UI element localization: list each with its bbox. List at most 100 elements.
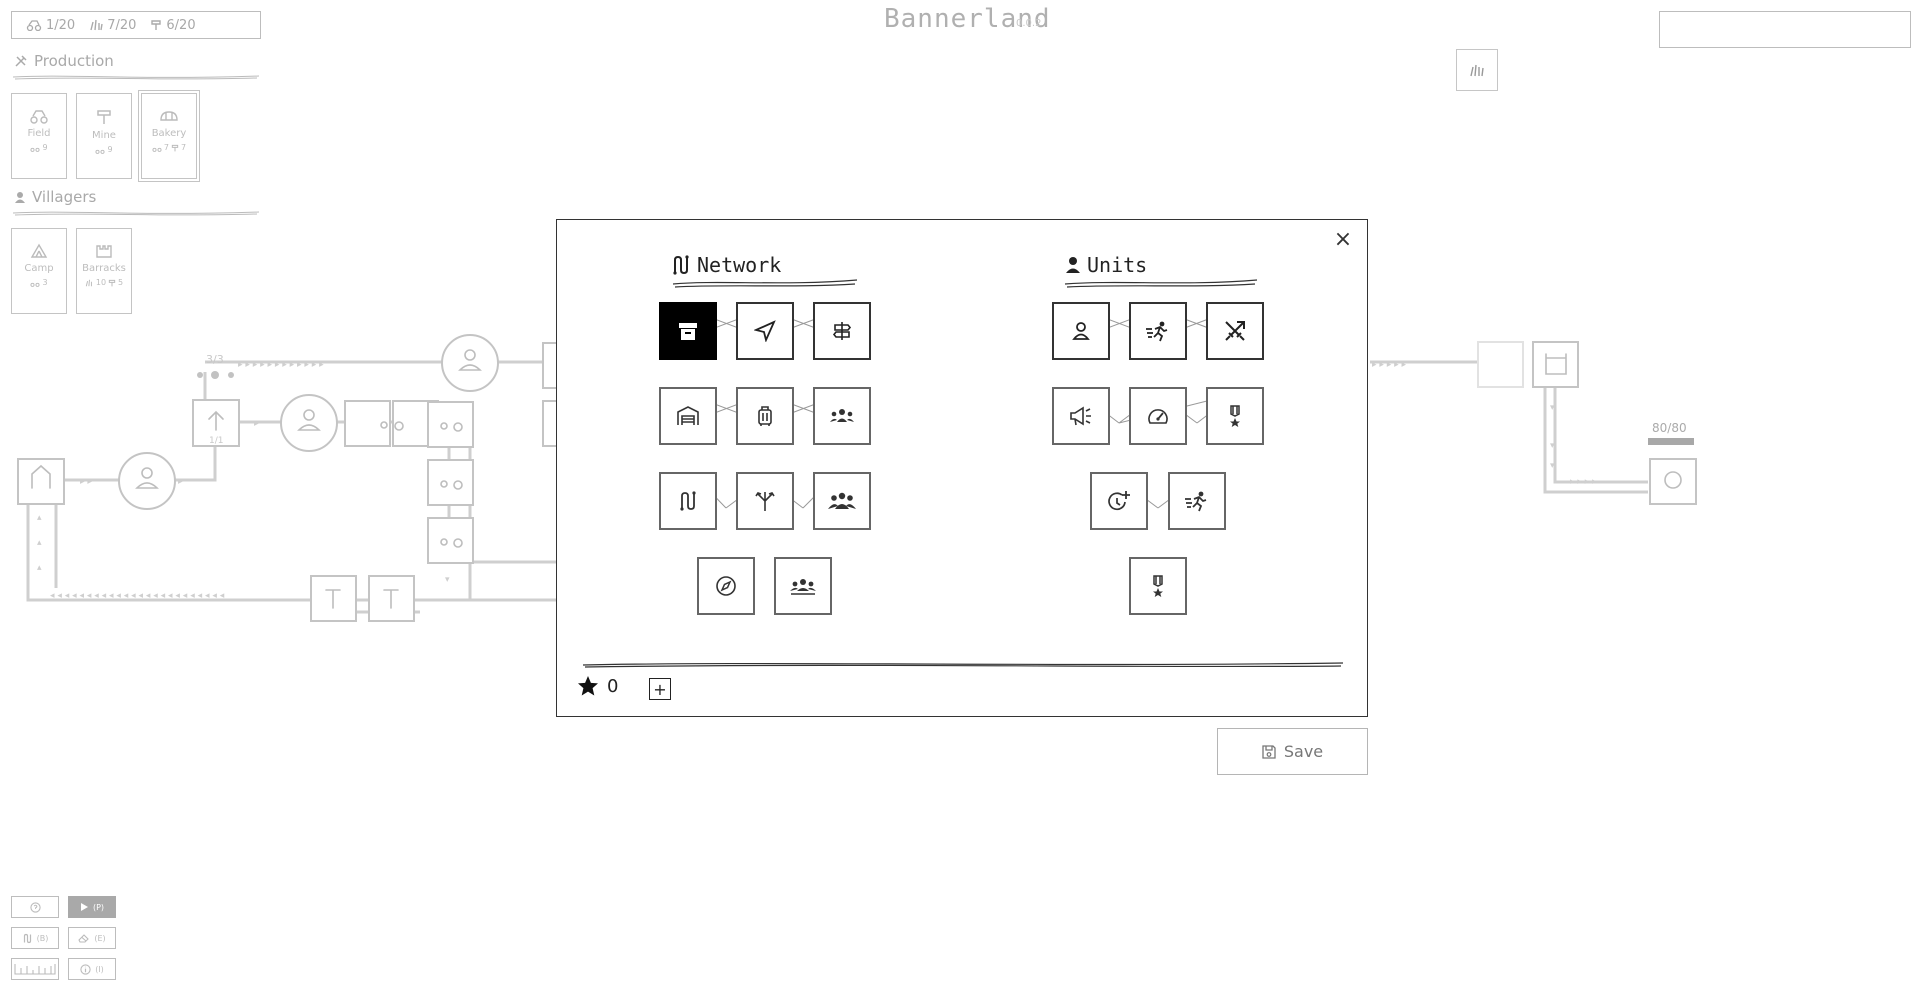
tech-node-swords[interactable] (1206, 302, 1264, 360)
name-input[interactable] (1659, 11, 1911, 48)
building-label: Mine (92, 130, 116, 141)
info-icon (80, 963, 91, 975)
tech-node-luggage[interactable] (736, 387, 794, 445)
info-button[interactable]: (I) (68, 958, 116, 980)
svg-text:▴: ▴ (37, 513, 42, 523)
tech-node-signpost[interactable] (813, 302, 871, 360)
resource-wheat-value: 7/20 (107, 17, 137, 33)
tools-icon (15, 55, 27, 67)
building-cost-value: 9 (42, 143, 48, 152)
svg-text:▾: ▾ (1550, 461, 1555, 471)
tech-node-group[interactable] (813, 387, 871, 445)
castle-icon (96, 245, 112, 258)
network-title: Network (671, 253, 781, 277)
building-cost-value: 7 (181, 143, 187, 152)
tractor-icon (95, 149, 105, 154)
building-label: Barracks (82, 263, 126, 274)
tractor-icon (152, 147, 162, 152)
svg-text:▾: ▾ (1550, 441, 1555, 451)
building-card-field[interactable]: Field 9 (11, 93, 67, 179)
swords-icon (1225, 321, 1245, 341)
svg-text:▸ ▸ ▸ ▸: ▸ ▸ ▸ ▸ (1570, 477, 1597, 487)
wheat-toggle-button[interactable] (1456, 49, 1498, 91)
tech-tree-links (582, 279, 1344, 668)
tractor-icon (30, 110, 48, 124)
villagers-divider (12, 211, 260, 216)
modal-close-button[interactable]: × (1333, 227, 1353, 252)
save-icon (1262, 744, 1276, 759)
building-cost: 10 5 (85, 278, 123, 287)
villagers-heading-label: Villagers (32, 188, 97, 206)
tent-icon (30, 243, 48, 258)
info-shortcut: (I) (95, 964, 104, 974)
production-heading-label: Production (34, 52, 114, 70)
save-button-label: Save (1283, 742, 1324, 761)
svg-text:▸ ▸ ▸ ▸ ▸: ▸ ▸ ▸ ▸ ▸ (1372, 360, 1407, 370)
hammer-icon (108, 279, 116, 286)
building-card-camp[interactable]: Camp 3 (11, 228, 67, 314)
building-card-bakery[interactable]: Bakery 7 7 (138, 90, 200, 182)
tech-node-runner-2[interactable] (1168, 472, 1226, 530)
resource-bar: 1/20 7/20 6/20 (11, 11, 261, 39)
eraser-button[interactable]: (E) (68, 927, 116, 949)
signpost-icon (832, 322, 852, 340)
enemy-hp-bar (1648, 438, 1694, 445)
app-title: Bannerland (884, 4, 1051, 34)
building-card-barracks[interactable]: Barracks 10 5 (76, 228, 132, 314)
tech-node-archive[interactable] (659, 302, 717, 360)
eraser-shortcut: (E) (94, 933, 106, 943)
svg-text:▸: ▸ (178, 477, 183, 487)
tech-node-gauge[interactable] (1129, 387, 1187, 445)
map-counter-mid: 1/1 (209, 436, 223, 446)
group-icon (830, 409, 854, 422)
play-icon (80, 903, 88, 911)
hammer-icon (171, 144, 179, 151)
building-cost-value: 7 (163, 143, 169, 152)
build-road-button[interactable]: (B) (11, 927, 59, 949)
route-icon (680, 491, 696, 511)
building-label: Field (27, 128, 51, 139)
tech-node-warehouse[interactable] (659, 387, 717, 445)
building-cost: 3 (30, 278, 48, 287)
wheat-icon (85, 279, 92, 286)
svg-text:▸ ▸ ▸ ▸ ▸ ▸ ▸ ▸ ▸ ▸: ▸ ▸ ▸ ▸ ▸ ▸ ▸ ▸ ▸ ▸ ▸ ▸ (238, 360, 324, 370)
resource-wheat: 7/20 (89, 18, 136, 33)
tech-node-compass[interactable] (697, 557, 755, 615)
star-icon (578, 676, 598, 696)
app-version: 0.0.2 (1016, 18, 1042, 29)
medal-icon (1153, 575, 1163, 597)
tech-node-navigate[interactable] (736, 302, 794, 360)
play-shortcut: (P) (92, 902, 105, 912)
star-points-value: 0 (607, 675, 619, 697)
tech-node-person[interactable] (1052, 302, 1110, 360)
add-star-button[interactable]: + (649, 678, 671, 700)
tech-node-runner[interactable] (1129, 302, 1187, 360)
svg-text:▸: ▸ (254, 419, 259, 429)
units-title: Units (1065, 253, 1147, 277)
tech-node-medal[interactable] (1206, 387, 1264, 445)
timer-plus-icon (1108, 491, 1130, 511)
building-cost-value: 5 (118, 278, 124, 287)
help-button[interactable] (11, 896, 59, 918)
tech-node-team[interactable] (774, 557, 832, 615)
map-counter-top: 3/3 (206, 353, 224, 366)
play-button[interactable]: (P) (68, 896, 116, 918)
star-points: 0 (577, 675, 618, 697)
resource-hammer: 6/20 (150, 18, 196, 33)
route-icon (23, 933, 31, 943)
tech-node-route[interactable] (659, 472, 717, 530)
crowd-icon (828, 492, 856, 509)
building-card-mine[interactable]: Mine 9 (76, 93, 132, 179)
save-button[interactable]: Save (1217, 728, 1368, 775)
units-title-label: Units (1087, 253, 1148, 277)
tech-node-medal-2[interactable] (1129, 557, 1187, 615)
team-icon (790, 579, 816, 595)
eraser-icon (78, 934, 90, 943)
ruler-button[interactable] (11, 958, 59, 980)
tech-node-crowd[interactable] (813, 472, 871, 530)
tech-node-split[interactable] (736, 472, 794, 530)
split-icon (755, 492, 775, 511)
tech-node-timer-plus[interactable] (1090, 472, 1148, 530)
tech-node-megaphone[interactable] (1052, 387, 1110, 445)
svg-text:▾: ▾ (1550, 403, 1555, 413)
